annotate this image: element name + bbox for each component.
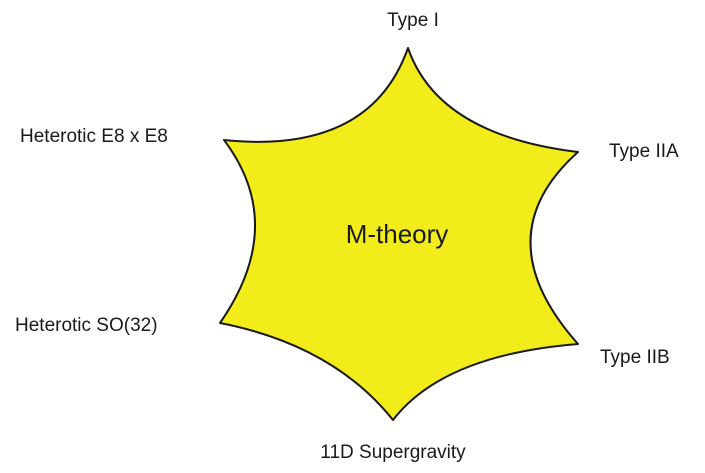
m-theory-star-shape xyxy=(219,47,579,421)
vertex-label-heterotic-so32: Heterotic SO(32) xyxy=(15,315,158,336)
vertex-label-type-iib: Type IIB xyxy=(600,347,670,368)
vertex-label-heterotic-e8xe8: Heterotic E8 x E8 xyxy=(20,126,168,147)
vertex-label-type-iia: Type IIA xyxy=(609,141,679,162)
vertex-label-11d-supergravity: 11D Supergravity xyxy=(320,442,466,463)
vertex-label-type-i: Type I xyxy=(387,10,439,31)
center-label: M-theory xyxy=(346,219,449,249)
